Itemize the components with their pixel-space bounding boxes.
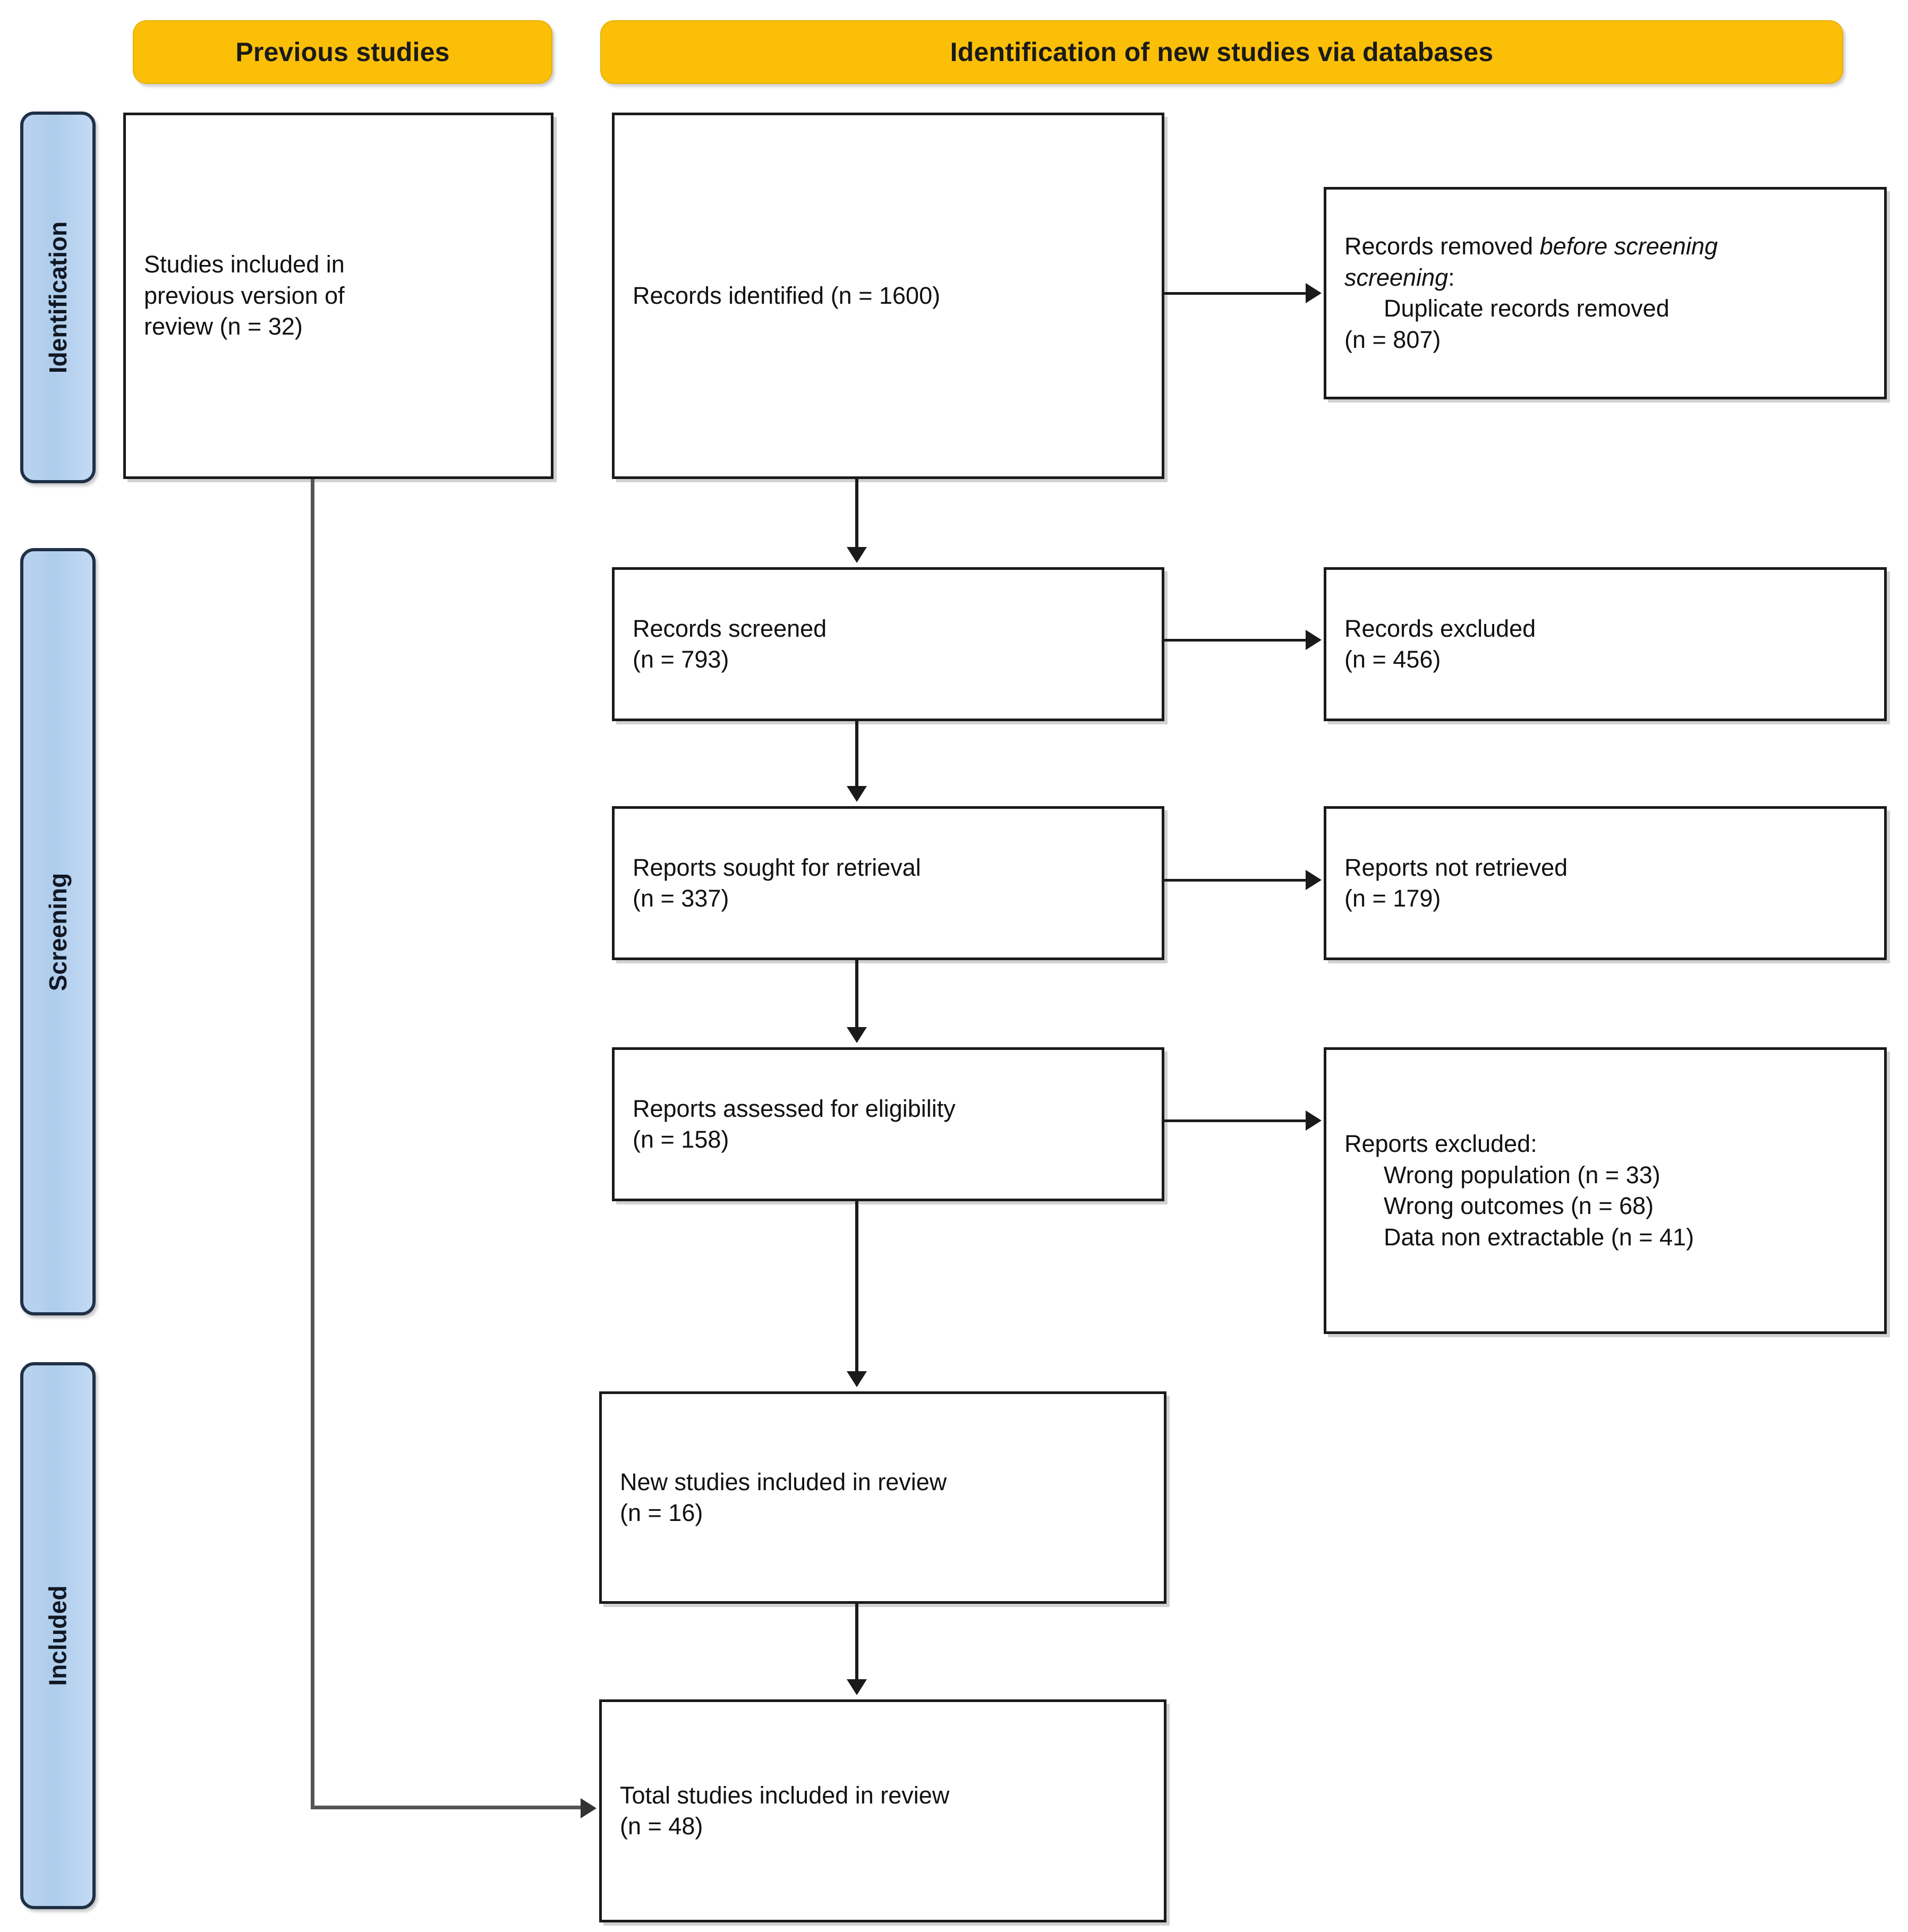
box-records-removed-title-tail: screening: <box>1344 263 1455 291</box>
box-reports-assessed-for-eligibility: Reports assessed for eligibility (n = 15… <box>612 1047 1164 1201</box>
stage-label-included-text: Included <box>44 1585 72 1686</box>
box-previous-version-line-3: review (n = 32) <box>144 313 303 340</box>
banner-previous-studies-label: Previous studies <box>235 37 450 67</box>
connector-identified-to-removed <box>1164 292 1306 295</box>
box-reports-excluded: Reports excluded: Wrong population (n = … <box>1324 1047 1887 1334</box>
box-records-removed-title-lead: Records removed <box>1344 233 1540 260</box>
box-records-screened: Records screened (n = 793) <box>612 567 1164 721</box>
connector-screened-to-excluded <box>1164 639 1306 642</box>
box-reports-not-retrieved-line-1: Reports not retrieved <box>1344 853 1568 881</box>
banner-identification-new-studies: Identification of new studies via databa… <box>600 20 1843 84</box>
connector-previous-version-vertical <box>311 479 314 1808</box>
arrowhead-screened-to-excluded <box>1306 630 1322 650</box>
box-records-removed-before-screening: Records removed before screening screeni… <box>1324 187 1887 399</box>
box-records-removed-colon: : <box>1448 263 1455 291</box>
stage-label-screening: Screening <box>20 548 96 1315</box>
box-records-removed-line-1: Duplicate records removed <box>1384 295 1670 322</box>
box-reports-excluded-line-2: Wrong population (n = 33) <box>1384 1161 1660 1189</box>
box-reports-assessed-line-1: Reports assessed for eligibility <box>633 1095 956 1122</box>
box-records-excluded: Records excluded (n = 456) <box>1324 567 1887 721</box>
arrowhead-identified-to-removed <box>1306 283 1322 303</box>
connector-assessed-to-new-studies <box>855 1201 858 1371</box>
box-records-screened-line-2: (n = 793) <box>633 646 729 673</box>
box-new-studies-line-2: (n = 16) <box>620 1499 703 1526</box>
connector-assessed-to-excluded <box>1164 1119 1306 1122</box>
box-records-screened-line-1: Records screened <box>633 614 827 642</box>
box-reports-not-retrieved-line-2: (n = 179) <box>1344 885 1441 912</box>
box-reports-not-retrieved: Reports not retrieved (n = 179) <box>1324 806 1887 960</box>
stage-label-identification: Identification <box>20 112 96 483</box>
box-previous-version-line-1: Studies included in <box>144 251 345 278</box>
connector-identified-to-screened <box>855 479 858 547</box>
arrowhead-assessed-to-new-studies <box>847 1371 867 1387</box>
box-new-studies-line-1: New studies included in review <box>620 1468 947 1495</box>
stage-label-included: Included <box>20 1362 96 1909</box>
arrowhead-identified-to-screened <box>847 547 867 563</box>
connector-previous-version-horizontal <box>311 1806 582 1809</box>
arrowhead-sought-to-not-retrieved <box>1306 870 1322 890</box>
box-records-removed-line-2: (n = 807) <box>1344 326 1441 353</box>
box-reports-excluded-line-3: Wrong outcomes (n = 68) <box>1384 1192 1654 1219</box>
box-previous-version-of-review: Studies included in previous version of … <box>123 113 553 479</box>
box-total-studies-line-2: (n = 48) <box>620 1813 703 1840</box>
connector-sought-to-not-retrieved <box>1164 879 1306 882</box>
box-records-identified: Records identified (n = 1600) <box>612 113 1164 479</box>
box-reports-assessed-line-2: (n = 158) <box>633 1126 729 1153</box>
stage-label-screening-text: Screening <box>44 873 72 991</box>
box-reports-sought-line-1: Reports sought for retrieval <box>633 853 921 881</box>
box-records-excluded-line-1: Records excluded <box>1344 614 1536 642</box>
arrowhead-new-to-total-studies <box>847 1679 867 1695</box>
arrowhead-assessed-to-excluded <box>1306 1110 1322 1131</box>
box-new-studies-included-in-review: New studies included in review (n = 16) <box>599 1391 1166 1604</box>
arrowhead-sought-to-assessed <box>847 1027 867 1043</box>
banner-previous-studies: Previous studies <box>133 20 552 84</box>
box-total-studies-line-1: Total studies included in review <box>620 1781 950 1809</box>
box-reports-excluded-line-4: Data non extractable (n = 41) <box>1384 1223 1694 1251</box>
box-reports-sought-for-retrieval: Reports sought for retrieval (n = 337) <box>612 806 1164 960</box>
box-records-removed-title-italic: before screening <box>1539 233 1718 260</box>
box-records-removed-title: Records removed before screening <box>1344 231 1866 262</box>
banner-identification-new-studies-label: Identification of new studies via databa… <box>950 37 1494 67</box>
box-total-studies-included-in-review: Total studies included in review (n = 48… <box>599 1699 1166 1922</box>
connector-new-to-total-studies <box>855 1604 858 1679</box>
box-records-excluded-line-2: (n = 456) <box>1344 646 1441 673</box>
connector-sought-to-assessed <box>855 960 858 1027</box>
connector-screened-to-sought <box>855 721 858 786</box>
box-records-identified-line-1: Records identified (n = 1600) <box>633 281 941 309</box>
arrowhead-previous-version-to-total <box>581 1798 597 1818</box>
box-reports-excluded-line-1: Reports excluded: <box>1344 1130 1537 1157</box>
arrowhead-screened-to-sought <box>847 786 867 802</box>
box-reports-sought-line-2: (n = 337) <box>633 885 729 912</box>
stage-label-identification-text: Identification <box>44 221 72 374</box>
box-previous-version-line-2: previous version of <box>144 281 345 309</box>
